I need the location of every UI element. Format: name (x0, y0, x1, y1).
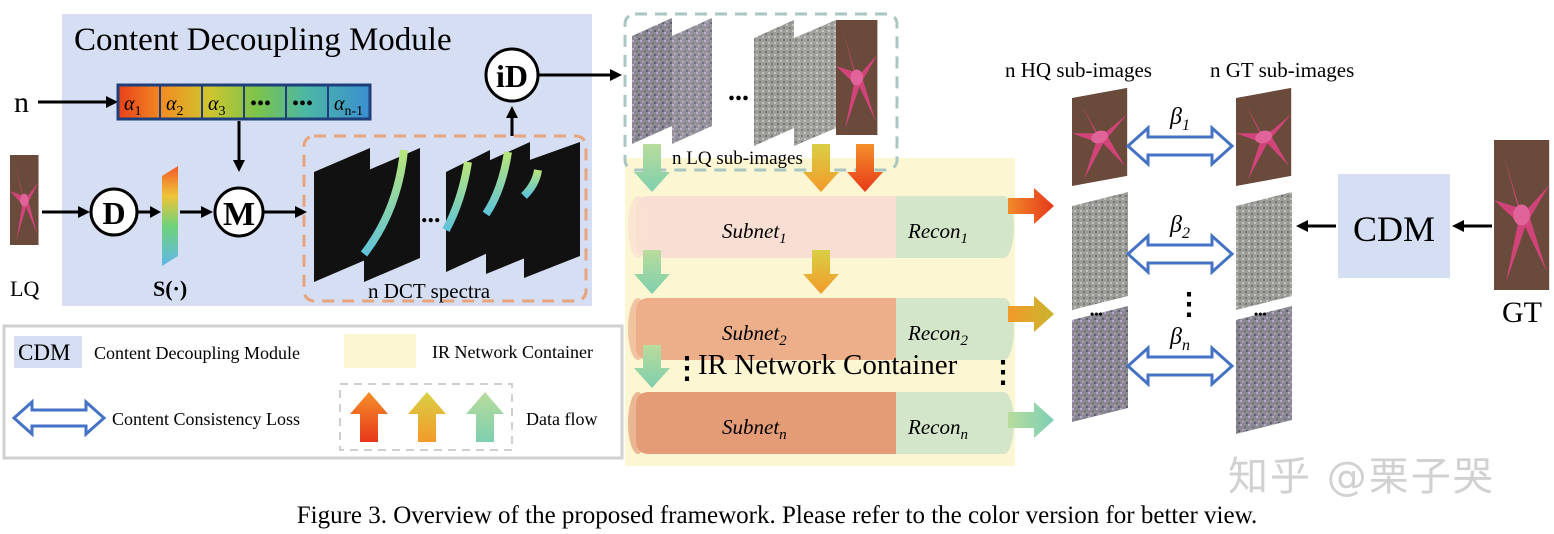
legend-ir-swatch (344, 334, 416, 368)
dct-spectra (314, 142, 580, 282)
gt-subimages (1236, 87, 1292, 434)
s-gradient-sheet (162, 166, 178, 266)
dct-dots: ... (421, 199, 441, 228)
ir-container-label: IR Network Container (698, 349, 958, 381)
recon-label: Reconn (907, 415, 968, 443)
legend-box (2, 324, 624, 460)
flow-right-orange (1008, 296, 1054, 332)
dct-to-id-arrow-head (506, 106, 518, 118)
hq-small-dots: ••• (1090, 307, 1103, 321)
beta-loss-3: βn (1125, 324, 1235, 388)
right-vertical-dots: ⋮ (1174, 288, 1204, 321)
flow-right-green (1008, 402, 1054, 438)
subnet-3: Subnetn Reconn (628, 392, 1014, 454)
lq-image (10, 155, 39, 245)
m-to-dct-arrow-head (295, 206, 307, 218)
legend-loss-text: Content Consistency Loss (112, 409, 300, 429)
alpha-cell-label: ••• (250, 93, 271, 115)
right-cdm-label: CDM (1353, 209, 1435, 249)
recon-label: Recon2 (907, 321, 968, 349)
cdm-to-gt-arrow-head (1296, 220, 1308, 232)
beta-loss-1: β1 (1125, 104, 1235, 168)
n-input-label: n (14, 86, 29, 119)
id-to-lq-arrow-head (610, 69, 622, 81)
legend-ir-text: IR Network Container (432, 342, 593, 362)
right-cdm-box (1338, 174, 1450, 278)
beta-label: β2 (1169, 212, 1190, 242)
recon-label: Recon1 (907, 219, 968, 247)
subnet-label: Subnetn (722, 415, 787, 443)
id-operator-label: iD (496, 58, 528, 94)
d-to-s-arrow-head (150, 206, 161, 218)
beta-losses: β1 β2 βn (1125, 104, 1235, 388)
gt-sub-label: n GT sub-images (1210, 58, 1354, 82)
gt-label: GT (1502, 296, 1542, 329)
ir-dots-right: ⋮ (988, 356, 1018, 389)
legend-flow-green (466, 392, 504, 442)
hq-subimages (1072, 87, 1128, 422)
subnet-1: Subnet1 Recon1 (628, 196, 1014, 258)
flow-down-green-1 (634, 144, 670, 192)
s-to-m-arrow-head (201, 206, 213, 218)
hq-label: n HQ sub-images (1005, 58, 1152, 82)
dct-label: n DCT spectra (368, 279, 491, 303)
lq-subimages-label: n LQ sub-images (672, 148, 803, 169)
gt-to-cdm-arrow-head (1452, 220, 1464, 232)
legend-loss-arrow (11, 398, 107, 438)
lq-subimages (632, 18, 878, 146)
legend-flow-orange (408, 392, 446, 442)
figure-caption: Figure 3. Overview of the proposed frame… (296, 502, 1258, 529)
lq-subimages-dots: ... (728, 76, 749, 107)
lq-label: LQ (10, 276, 39, 301)
flow-down-orange-1 (803, 144, 839, 192)
m-operator-label: M (223, 196, 255, 233)
n-arrow-head (106, 96, 118, 108)
subnet-label: Subnet2 (722, 321, 787, 349)
flow-down-green-3 (634, 345, 670, 388)
flow-down-orange-2 (803, 250, 839, 294)
alpha-to-m-arrow-head (233, 160, 245, 172)
subnet-2: Subnet2 Recon2 (628, 298, 1014, 360)
d-operator-label: D (102, 195, 125, 231)
dct-region (302, 134, 588, 303)
legend-flow-red (350, 392, 388, 442)
legend-cdm-text: Content Decoupling Module (94, 343, 300, 363)
flow-down-green-2 (634, 250, 670, 294)
beta-loss-2: β2 (1125, 212, 1235, 276)
legend-cdm-swatch (14, 336, 82, 368)
lq-to-d-arrow-head (78, 206, 90, 218)
legend-cdm-abbr: CDM (18, 340, 70, 365)
ir-dots-left: ⋮ (672, 352, 702, 385)
alpha-cell-label: ••• (292, 93, 313, 115)
legend-flow-text: Data flow (526, 409, 597, 429)
watermark: 知乎 @栗子哭 (1228, 454, 1495, 500)
gt-small-dots: ••• (1254, 307, 1267, 321)
lq-subimages-region (623, 12, 899, 172)
gt-image (1494, 140, 1550, 290)
beta-label: βn (1169, 324, 1190, 354)
cdm-title: Content Decoupling Module (74, 22, 452, 58)
legend-flow-box (339, 383, 513, 451)
subnet-label: Subnet1 (722, 219, 787, 247)
flow-right-red (1008, 188, 1054, 224)
flow-down-red-1 (847, 144, 883, 192)
s-label: S(·) (153, 276, 187, 301)
beta-label: β1 (1169, 104, 1190, 134)
